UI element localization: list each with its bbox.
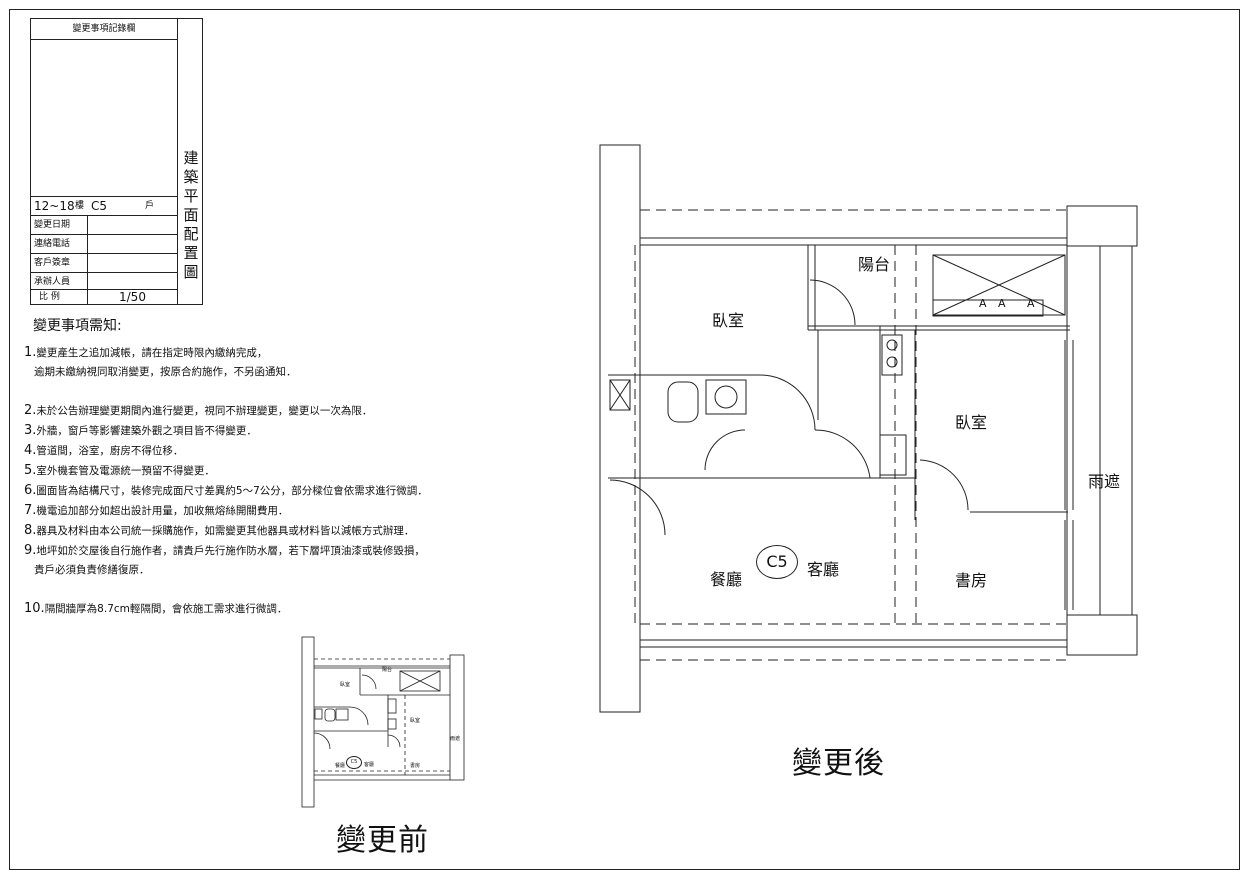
before-room-dining: 餐廳 [335,763,346,769]
handler-row: 承辦人員 [31,272,177,291]
unit-value: C5 [91,199,108,213]
floor-unit: 樓 [75,201,85,211]
note-item: 1.變更產生之追加減帳，請在指定時限內繳納完成， 逾期未繳納視同取消變更，按原合… [24,345,297,378]
contact-phone-row: 連絡電話 [31,234,177,253]
floor-value: 12~18 [34,199,75,213]
section-mark: A [979,297,987,310]
section-mark: A [1027,297,1035,310]
note-item: 10.隔間牆厚為8.7cm輕隔間，會依施工需求進行微調． [24,601,288,616]
contact-phone-label: 連絡電話 [34,239,71,249]
scale-row: 比 例 1/50 [31,289,177,305]
caption-before: 變更前 [336,823,429,858]
note-item: 7.機電追加部分如超出設計用量，加收無熔絲開關費用． [24,503,289,518]
before-room-canopy: 雨遮 [450,736,461,742]
room-label-canopy: 雨遮 [1088,472,1121,491]
note-item: 2.未於公告辦理變更期間內進行變更，視同不辦理變更，變更以一次為限． [24,403,373,418]
unit-tag-after: C5 [756,545,798,579]
scale-value: 1/50 [119,290,146,304]
handler-label: 承辦人員 [34,277,71,287]
title-block: 變更事項記錄欄 12~18 樓 C5 戶 變更日期 連絡電話 客戶簽章 承辦人員… [30,18,203,305]
unit-suffix: 戶 [145,201,155,211]
note-item: 8.器具及材料由本公司統一採購施作，如需變更其他器具或材料皆以減帳方式辦理． [24,523,415,538]
note-item: 9.地坪如於交屋後自行施作者，請貴戶先行施作防水層，若下層坪頂油漆或裝修毀損， … [24,543,425,576]
before-room-living: 客廳 [364,762,375,768]
after-floor-plan [599,144,1138,713]
room-label-bedroom-2: 臥室 [955,413,988,432]
notes-list: 1.變更產生之追加減帳，請在指定時限內繳納完成， 逾期未繳納視同取消變更，按原合… [24,343,428,619]
title-block-divider [177,19,178,304]
before-room-bedroom-1: 臥室 [340,682,351,688]
room-label-study: 書房 [955,571,988,590]
room-label-balcony: 陽台 [858,255,891,274]
unit-tag-before: C5 [346,756,362,769]
left-column [599,144,641,713]
note-item: 5.室外機套管及電源統一預留不得變更． [24,463,215,478]
title-block-header: 變更事項記錄欄 [31,19,177,40]
drawing-title: 建築平面配置圖 [183,149,199,281]
room-label-bedroom-1: 臥室 [712,311,745,330]
note-item: 4.管道間，浴室，廚房不得位移． [24,443,184,458]
customer-signature-row: 客戶簽章 [31,253,177,272]
notes-title: 變更事項需知: [33,318,122,334]
before-room-balcony: 陽台 [382,667,393,673]
floor-row: 12~18 樓 C5 戶 [31,196,177,215]
room-label-dining: 餐廳 [710,570,743,589]
scale-label: 比 例 [39,292,60,302]
drawing-border [9,9,1240,870]
change-date-row: 變更日期 [31,215,177,234]
room-label-living: 客廳 [807,560,840,579]
customer-signature-label: 客戶簽章 [34,258,71,268]
before-room-study: 書房 [410,763,421,769]
note-item: 3.外牆，窗戶等影響建築外觀之項目皆不得變更． [24,423,257,438]
note-item: 6.圖面皆為結構尺寸，裝修完成面尺寸差異約5～7公分，部分樑位會依需求進行微調． [24,483,428,498]
change-date-label: 變更日期 [34,220,71,230]
before-room-bedroom-2: 臥室 [410,718,421,724]
before-floor-plan [301,636,465,808]
caption-after: 變更後 [792,746,885,781]
section-mark: A [998,297,1006,310]
